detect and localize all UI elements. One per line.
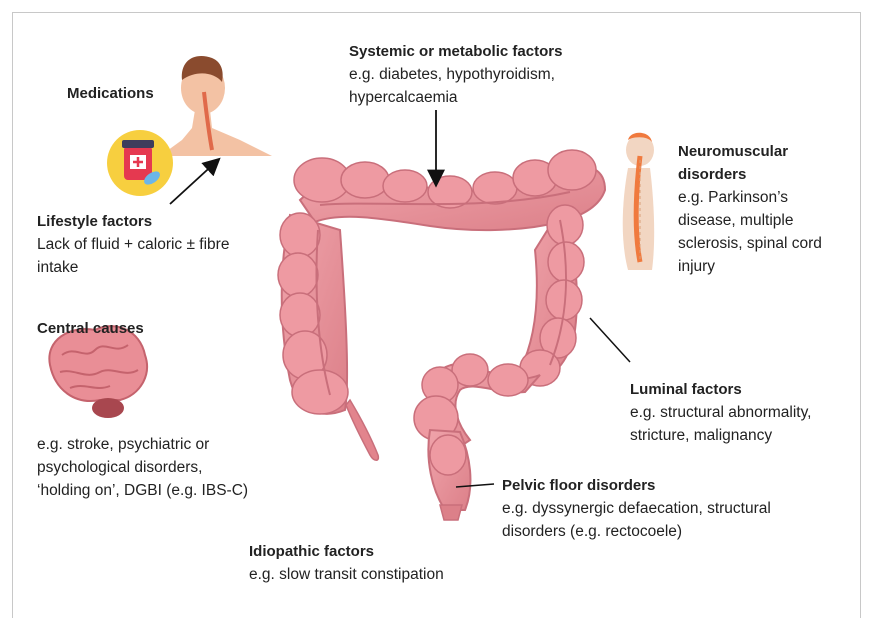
pelvic-label: Pelvic floor disorders e.g. dyssynergic … xyxy=(502,474,771,543)
idiopathic-heading: Idiopathic factors xyxy=(249,540,444,563)
central-line-2: psychological disorders, xyxy=(37,456,248,479)
central-heading: Central causes xyxy=(37,317,144,340)
neuromuscular-line-2: disease, multiple xyxy=(678,209,822,232)
spine-figure-illustration xyxy=(623,133,654,270)
colon-illustration xyxy=(278,150,605,520)
lifestyle-arrow xyxy=(170,160,218,204)
pelvic-line-1: e.g. dyssynergic defaecation, structural xyxy=(502,497,771,520)
neuromuscular-heading-2: disorders xyxy=(678,163,822,186)
lifestyle-label: Lifestyle factors Lack of fluid + calori… xyxy=(37,210,229,279)
luminal-heading: Luminal factors xyxy=(630,378,811,401)
luminal-line-2: stricture, malignancy xyxy=(630,424,811,447)
medications-label: Medications xyxy=(67,82,154,105)
lifestyle-line-1: Lack of fluid + caloric ± fibre xyxy=(37,233,229,256)
central-heading-block: Central causes xyxy=(37,317,144,340)
idiopathic-line-1: e.g. slow transit constipation xyxy=(249,563,444,586)
pelvic-heading: Pelvic floor disorders xyxy=(502,474,771,497)
throat-person-illustration xyxy=(160,56,272,156)
central-line-1: e.g. stroke, psychiatric or xyxy=(37,433,248,456)
medications-heading: Medications xyxy=(67,82,154,105)
luminal-line-1: e.g. structural abnormality, xyxy=(630,401,811,424)
systemic-line-1: e.g. diabetes, hypothyroidism, xyxy=(349,63,562,86)
neuromuscular-heading-1: Neuromuscular xyxy=(678,140,822,163)
systemic-heading: Systemic or metabolic factors xyxy=(349,40,562,63)
lifestyle-line-2: intake xyxy=(37,256,229,279)
systemic-line-2: hypercalcaemia xyxy=(349,86,562,109)
neuromuscular-line-1: e.g. Parkinson’s xyxy=(678,186,822,209)
luminal-label: Luminal factors e.g. structural abnormal… xyxy=(630,378,811,447)
central-label: e.g. stroke, psychiatric or psychologica… xyxy=(37,433,248,502)
lifestyle-heading: Lifestyle factors xyxy=(37,210,229,233)
systemic-label: Systemic or metabolic factors e.g. diabe… xyxy=(349,40,562,109)
neuromuscular-line-4: injury xyxy=(678,255,822,278)
idiopathic-label: Idiopathic factors e.g. slow transit con… xyxy=(249,540,444,586)
central-line-3: ‘holding on’, DGBI (e.g. IBS-C) xyxy=(37,479,248,502)
neuromuscular-line-3: sclerosis, spinal cord xyxy=(678,232,822,255)
neuromuscular-label: Neuromuscular disorders e.g. Parkinson’s… xyxy=(678,140,822,278)
luminal-pointer-line xyxy=(590,318,630,362)
pill-bottle-icon xyxy=(107,130,173,196)
pelvic-line-2: disorders (e.g. rectocoele) xyxy=(502,520,771,543)
